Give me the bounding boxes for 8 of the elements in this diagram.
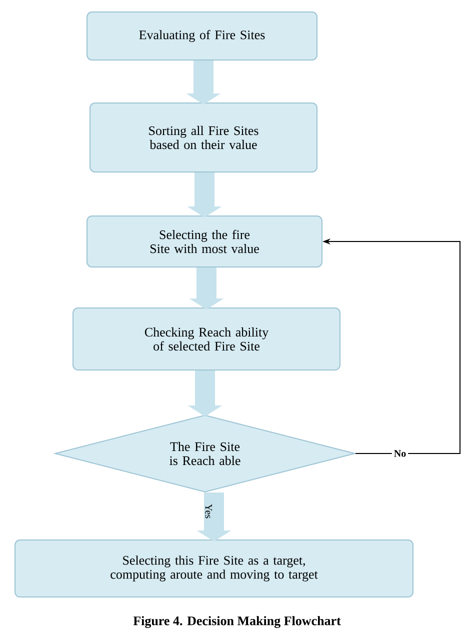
process-box: Evaluating of Fire Sites bbox=[86, 12, 318, 60]
edge-label: Yes bbox=[205, 504, 212, 518]
process-box: Selecting the fire Site with most value bbox=[86, 216, 322, 268]
process-box: Checking Reach ability of selected Fire Site bbox=[72, 308, 340, 370]
process-box: Sorting all Fire Sites based on their value bbox=[90, 102, 318, 172]
process-box: Selecting this Fire Site as a target, computing aroute and moving to target bbox=[14, 540, 414, 598]
edge-label: No bbox=[394, 450, 406, 457]
caption: Figure 4. Decision Making Flowchart bbox=[133, 616, 341, 628]
